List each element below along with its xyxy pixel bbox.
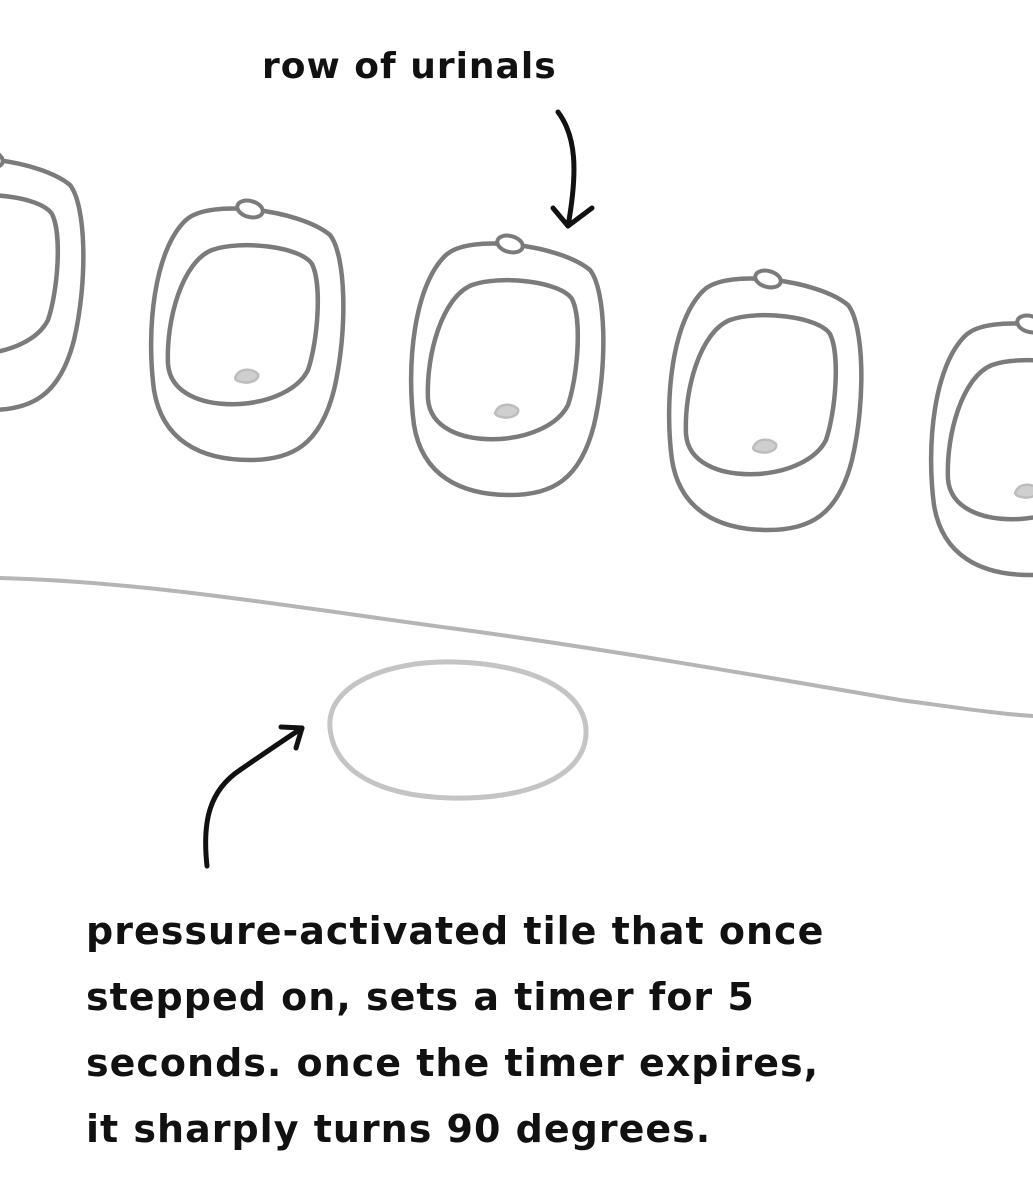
tile-caption-line: seconds. once the timer expires,: [86, 1041, 820, 1085]
urinals-label: row of urinals: [262, 46, 557, 87]
floor-line: [0, 576, 1033, 718]
urinal: [151, 198, 343, 460]
tile-caption-line: pressure-activated tile that once: [86, 909, 825, 953]
urinal: [931, 313, 1033, 575]
urinal: [0, 148, 83, 410]
tile-caption-line: stepped on, sets a timer for 5: [86, 975, 755, 1019]
urinal-row: [0, 148, 1033, 575]
urinal-arrow: [550, 109, 595, 229]
urinal: [411, 233, 603, 495]
pressure-tile: [327, 659, 589, 801]
tile-caption-line: it sharply turns 90 degrees.: [86, 1107, 712, 1151]
urinal: [669, 268, 861, 530]
tile-caption: pressure-activated tile that once steppe…: [86, 898, 986, 1162]
tile-arrow: [203, 724, 305, 869]
